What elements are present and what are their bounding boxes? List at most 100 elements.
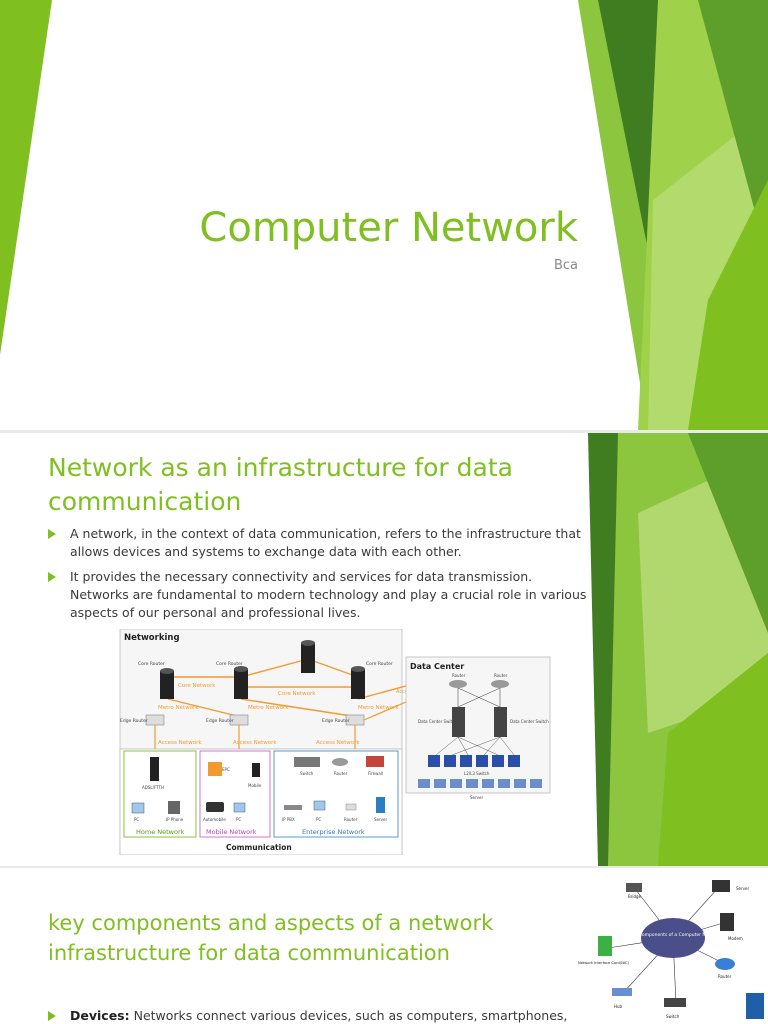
mobile-label: Mobile (248, 783, 262, 788)
edge-router-label: Edge Router (120, 718, 148, 724)
pc-icon (313, 800, 326, 811)
ip-phone-label: IP Phone (166, 817, 184, 822)
hub-icon (612, 988, 632, 996)
router-icon (345, 803, 357, 811)
pc-icon (131, 802, 145, 814)
dc-switch-label: Data Center Switch (510, 719, 549, 724)
core-router-icon (160, 668, 174, 699)
adsl-device-icon (150, 757, 159, 781)
router-icon (332, 758, 348, 766)
router-label: Router (452, 673, 466, 678)
access-network-label: Access Network (233, 740, 277, 746)
metro-network-label: Metro Network (248, 705, 289, 711)
nic-icon (598, 936, 612, 956)
l2-switch-row (428, 755, 520, 767)
router-label: Router (334, 771, 348, 776)
bridge-label: Bridge (628, 894, 642, 899)
enterprise-network-label: Enterprise Network (302, 828, 365, 836)
switch-label: Switch (300, 771, 314, 776)
mobile-network-label: Mobile Network (206, 828, 257, 836)
router-icon (715, 958, 735, 970)
server-label: Server (736, 886, 749, 891)
data-center-title: Data Center (410, 662, 464, 671)
right-green-decoration (578, 433, 768, 866)
epc-label: EPC (222, 767, 230, 772)
core-network-label: Core Network (178, 683, 216, 689)
antenna-icon (208, 762, 222, 776)
center-node (641, 918, 705, 958)
core-network-label: Core Network (278, 691, 316, 697)
core-router-label: Core Router (216, 661, 243, 667)
bullet-arrow-icon (48, 1011, 56, 1021)
switch-icon (664, 998, 686, 1007)
pc-icon (233, 802, 246, 813)
server-icon (376, 797, 385, 813)
router-label: Router (344, 817, 358, 822)
dc-switch-icon (494, 707, 507, 737)
core-router-label: Core Router (138, 661, 165, 667)
title-slide: Computer Network Bca (0, 0, 768, 430)
router-label: Router (494, 673, 508, 678)
server-icon (712, 880, 730, 892)
ip-phone-icon (168, 801, 180, 814)
modem-label: Modem (728, 936, 743, 941)
bullet-item: A network, in the context of data commun… (48, 525, 593, 561)
adsl-label: ADSL/FTTH (142, 785, 164, 790)
presentation-subtitle: Bca (553, 258, 578, 273)
metro-network-label: Metro Network (358, 705, 399, 711)
firewall-label: Firewall (368, 771, 383, 776)
router-icon (449, 680, 467, 688)
server-label: Server (470, 795, 483, 800)
bullet-arrow-icon (48, 529, 56, 539)
bullet-item: Devices: Networks connect various device… (48, 1007, 568, 1024)
home-network-label: Home Network (136, 828, 185, 836)
bullet-item: It provides the necessary connectivity a… (48, 568, 593, 622)
switch-icon (294, 757, 320, 767)
hub-label: Hub (614, 1004, 623, 1009)
core-router-label: Core Router (366, 661, 393, 667)
left-green-decoration (0, 0, 52, 355)
bullet-term: Devices: (70, 1008, 130, 1023)
edge-router-label: Edge Router (322, 718, 350, 724)
firewall-icon (366, 756, 384, 767)
ip-pbx-icon (284, 805, 302, 810)
slide-heading: key components and aspects of a network … (48, 911, 494, 965)
bullet-text: It provides the necessary connectivity a… (70, 569, 587, 620)
slide-heading: Network as an infrastructure for data co… (48, 453, 513, 516)
metro-network-label: Metro Network (158, 705, 199, 711)
bullet-list: A network, in the context of data commun… (48, 525, 593, 629)
presentation-title: Computer Network (199, 205, 578, 251)
edge-router-label: Edge Router (206, 718, 234, 724)
infrastructure-slide: Network as an infrastructure for data co… (0, 433, 768, 866)
mobile-icon (252, 763, 260, 777)
center-label: Major Components of a Computer Network (625, 932, 722, 938)
server-row (418, 779, 542, 788)
server-label: Server (374, 817, 387, 822)
router-label: Router (718, 974, 732, 979)
pc-label: PC (236, 817, 241, 822)
network-components-diagram: Major Components of a Computer Network B… (578, 868, 768, 1024)
slide-separator (0, 430, 768, 433)
bullet-text: A network, in the context of data commun… (70, 526, 581, 559)
nic-label: Network Interface Card(NIC) (578, 961, 629, 965)
networking-diagram: Networking Core Network (119, 629, 551, 855)
pc-label: PC (134, 817, 139, 822)
switch-label: Switch (666, 1014, 680, 1019)
automobile-icon (206, 802, 224, 812)
access-network-label: Access Network (316, 740, 360, 746)
pc-label: PC (316, 817, 321, 822)
right-green-decoration (578, 0, 768, 430)
edge-router-icon (145, 714, 165, 726)
l2-switch-label: L2/L3 Switch (464, 771, 490, 776)
core-router-icon (234, 666, 248, 699)
bullet-arrow-icon (48, 572, 56, 582)
core-router-icon (351, 666, 365, 699)
router-icon (491, 680, 509, 688)
automobile-label: Automobile (203, 817, 226, 822)
key-components-slide: key components and aspects of a network … (0, 868, 768, 1024)
document-icon (746, 993, 764, 1019)
dc-switch-icon (452, 707, 465, 737)
modem-icon (720, 913, 734, 931)
slide-separator (0, 866, 768, 868)
dc-switch-label: Data Center Switch (418, 719, 457, 724)
